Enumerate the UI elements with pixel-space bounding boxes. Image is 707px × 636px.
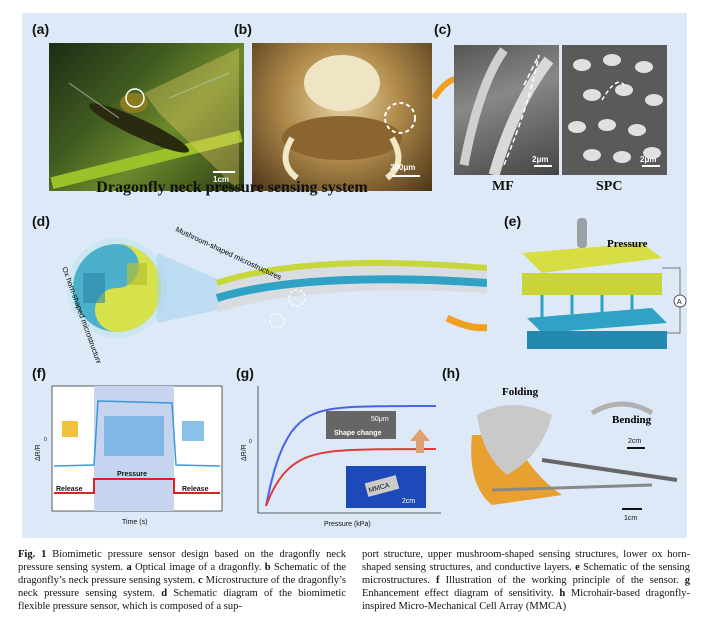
mf-label: MF bbox=[492, 179, 514, 194]
pressure-step-line bbox=[54, 478, 220, 494]
caption-d: d bbox=[161, 588, 168, 599]
mf-hairs-illustration bbox=[459, 47, 554, 175]
fold-scale-text: 1cm bbox=[624, 515, 637, 522]
scale-text-a: 1cm bbox=[213, 175, 230, 184]
figure-panel: (a) 1cm (b) 300μm (c) bbox=[22, 13, 687, 538]
panel-d-label: (d) bbox=[32, 213, 50, 229]
scale-text-b: 300μm bbox=[390, 163, 416, 172]
caption-fig-label: Fig. 1 bbox=[18, 549, 47, 560]
caption-intro: Biomimetic pressure sensor design based … bbox=[18, 549, 346, 573]
neck-micrograph: 300μm bbox=[252, 43, 432, 191]
f-release-left: Release bbox=[56, 486, 83, 493]
resistance-signal-line bbox=[53, 400, 221, 467]
bending-text: Bending bbox=[612, 414, 652, 426]
neck-highlight-circle bbox=[125, 88, 145, 108]
spc-cones-illustration bbox=[568, 54, 663, 163]
system-title: Dragonfly neck pressure sensing system bbox=[96, 179, 368, 196]
inset-scale-text: 50μm bbox=[371, 416, 389, 423]
g-ylabel-sub: 0 bbox=[249, 439, 252, 445]
caption-g: g bbox=[684, 575, 690, 586]
dragonfly-photo: 1cm bbox=[49, 43, 244, 191]
scale-bar-a bbox=[213, 171, 235, 173]
pressure-label-e: Pressure bbox=[607, 238, 648, 250]
caption-f: f bbox=[436, 575, 440, 586]
scale-text-c1: 2μm bbox=[532, 155, 549, 164]
f-release-right: Release bbox=[182, 486, 209, 493]
caption-h-text: Microhair-based dragonfly-inspired Micro… bbox=[362, 588, 690, 612]
f-xlabel: Time (s) bbox=[122, 519, 147, 526]
bend-scale-text: 2cm bbox=[628, 438, 641, 445]
caption-e-text: Schematic of the sensing microstructures… bbox=[362, 562, 690, 586]
g-ylabel: ΔR/R bbox=[241, 444, 248, 461]
caption-right-column: port structure, upper mushroom-shaped se… bbox=[362, 548, 690, 613]
scale-bar-b bbox=[392, 175, 420, 177]
panel-f-label: (f) bbox=[32, 365, 46, 381]
microstructure-highlight bbox=[384, 102, 416, 134]
spc-label: SPC bbox=[596, 179, 623, 194]
caption-f-text: Illustration of the working principle of… bbox=[439, 575, 685, 586]
ammeter-label: A bbox=[677, 299, 682, 306]
caption-a: a bbox=[126, 562, 132, 573]
caption-b-text: Schematic of the dragonfly’s neck pressu… bbox=[18, 562, 347, 586]
neck-structure-illustration bbox=[282, 55, 416, 181]
panel-e-label: (e) bbox=[504, 213, 522, 229]
caption-e: e bbox=[575, 562, 580, 573]
folding-text: Folding bbox=[502, 386, 539, 398]
sensor-schematic: Mushroom-shaped microstructures Ox horn-… bbox=[60, 225, 487, 363]
photo-scale-text: 2cm bbox=[402, 498, 415, 505]
caption-d-text: Schematic diagram of the biomimetic flex… bbox=[18, 588, 346, 612]
caption-c: c bbox=[198, 575, 203, 586]
f-ylabel-sub: 0 bbox=[44, 437, 47, 443]
panel-h-label: (h) bbox=[442, 365, 460, 381]
panel-c-label: (c) bbox=[434, 21, 452, 37]
f-ylabel: ΔR/R bbox=[35, 444, 42, 461]
caption-g-text: Enhancement effect diagram of sensitivit… bbox=[362, 588, 560, 599]
panel-b-label: (b) bbox=[234, 21, 252, 37]
caption-b: b bbox=[264, 562, 271, 573]
caption-continuation: port structure, upper mushroom-shaped se… bbox=[362, 549, 690, 573]
sem-mf-image: 2μm bbox=[454, 45, 559, 175]
sem-spc-image: 2μm bbox=[562, 45, 667, 175]
ammeter-icon bbox=[673, 294, 687, 308]
panel-g-label: (g) bbox=[236, 365, 254, 381]
mmca-photo: Folding Bending 2cm 1cm bbox=[471, 386, 678, 522]
caption-h: h bbox=[559, 588, 566, 599]
scale-bar-c2 bbox=[642, 165, 660, 167]
scale-bar-c1 bbox=[534, 165, 552, 167]
sensitivity-chart: Shape change 50μm MMCA 2cm ΔR/R 0 Pressu… bbox=[241, 386, 441, 528]
caption-a-text: Optical image of a dragonfly. bbox=[131, 562, 265, 573]
panel-a-label: (a) bbox=[32, 21, 50, 37]
figure-caption: Fig. 1 Biomimetic pressure sensor design… bbox=[18, 548, 690, 630]
baseline-sensitivity-curve bbox=[265, 448, 436, 507]
dragonfly-illustration bbox=[50, 48, 243, 191]
caption-c-text: Microstructure of the dragonfly’s neck p… bbox=[18, 575, 346, 599]
g-xlabel: Pressure (kPa) bbox=[324, 521, 371, 528]
shape-change-text: Shape change bbox=[334, 430, 382, 437]
sensing-microstructure-schematic: A Pressure bbox=[522, 218, 687, 349]
enhanced-sensitivity-curve bbox=[265, 405, 436, 507]
caption-left-column: Fig. 1 Biomimetic pressure sensor design… bbox=[18, 548, 346, 613]
scale-text-c2: 2μm bbox=[640, 155, 657, 164]
f-pressure-text: Pressure bbox=[117, 471, 147, 478]
working-principle-chart: ΔR/R 0 Time (s) Pressure Release Release bbox=[35, 385, 223, 526]
